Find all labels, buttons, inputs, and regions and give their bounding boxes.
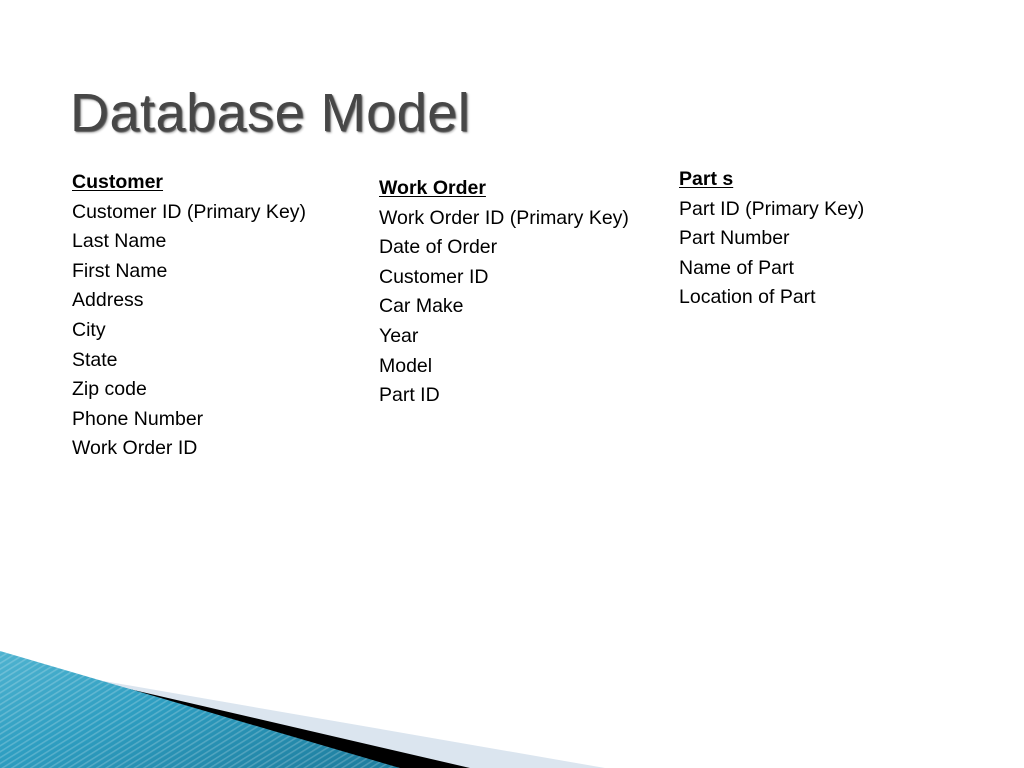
entity-title-work-order: Work Order [379,177,486,199]
list-item: Last Name [72,230,167,253]
field-list-customer: Customer ID (Primary Key) Last Name Firs… [72,198,306,464]
list-item: Customer ID (Primary Key) [72,200,307,223]
list-item: Work Order ID (Primary Key) [379,206,629,229]
list-item: First Name [72,259,168,282]
list-item: Location of Part [679,286,816,309]
entity-block-customer: Customer Customer ID (Primary Key) Last … [72,168,306,464]
list-item: Work Order ID [72,437,198,460]
field-list-work-order: Work Order ID (Primary Key) Date of Orde… [379,204,629,411]
list-item: State [72,348,118,371]
list-item: Phone Number [72,407,204,430]
entity-block-work-order: Work Order Work Order ID (Primary Key) D… [379,174,629,411]
list-item: Model [379,354,433,377]
list-item: Name of Part [679,256,794,279]
list-item: Part Number [679,227,790,250]
list-item: Part ID [379,384,440,407]
list-item: Car Make [379,295,464,318]
list-item: Customer ID [379,265,489,288]
list-item: Year [379,324,419,347]
field-list-parts: Part ID (Primary Key) Part Number Name o… [679,195,864,313]
list-item: Zip code [72,378,147,401]
entity-block-parts: Part s Part ID (Primary Key) Part Number… [679,165,864,313]
list-item: Address [72,289,144,312]
entity-title-customer: Customer [72,171,164,193]
list-item: Date of Order [379,236,498,259]
list-item: City [72,318,106,341]
page-title: Database Model [70,83,471,144]
list-item: Part ID (Primary Key) [679,197,865,220]
entity-title-parts: Part s [679,168,734,190]
